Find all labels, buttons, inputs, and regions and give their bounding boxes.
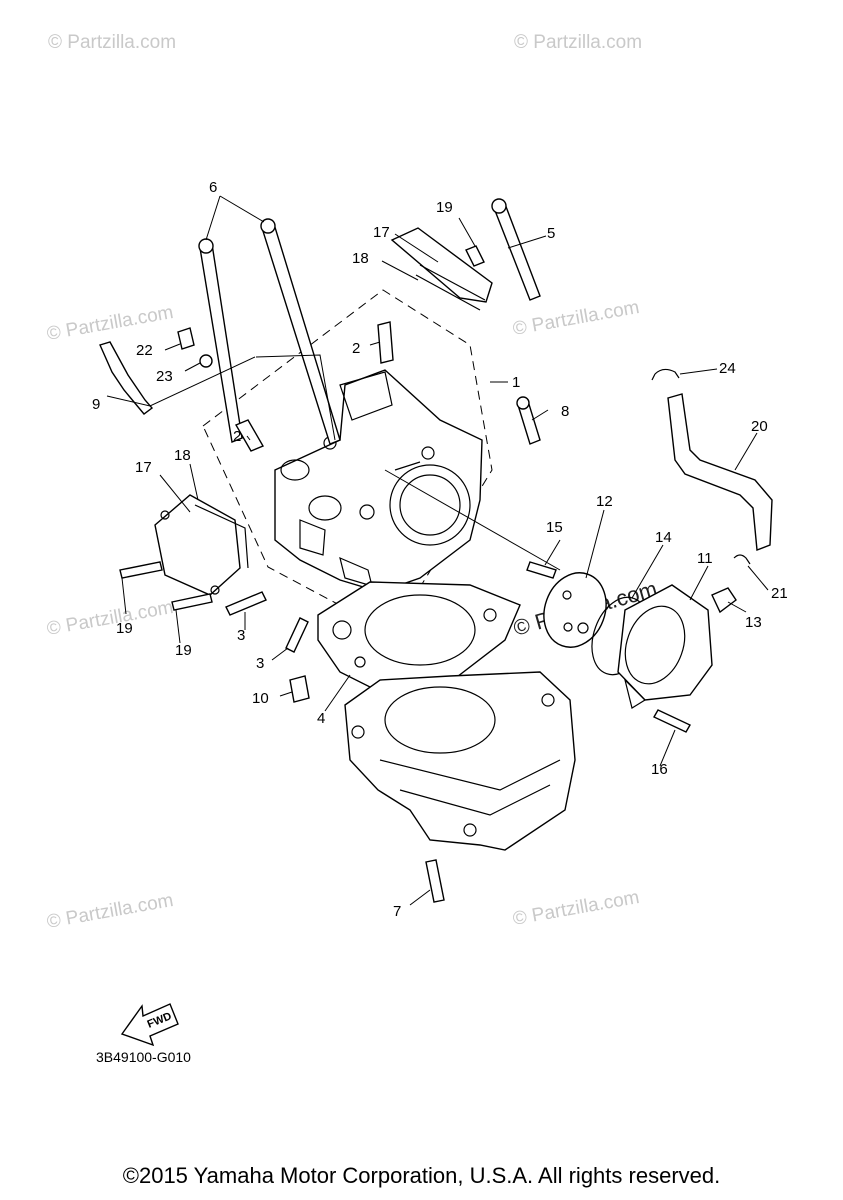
callout-11: 11 (697, 550, 713, 567)
callout-3: 3 (256, 655, 264, 672)
diagram-code: 3B49100-G010 (96, 1049, 191, 1065)
hose-fitting (711, 587, 737, 614)
callout-12: 12 (596, 493, 613, 510)
callout-18: 18 (352, 250, 369, 267)
callout-2: 2 (352, 340, 360, 357)
callout-21: 21 (771, 585, 788, 602)
cylinder-head (274, 369, 483, 593)
callout-17: 17 (135, 459, 152, 476)
callout-20: 20 (751, 418, 768, 435)
head-gasket (317, 581, 521, 699)
watermark: © Partzilla.com (511, 887, 641, 930)
thermostat-cover (543, 572, 607, 648)
callout-24: 24 (719, 360, 736, 377)
watermark: © Partzilla.com (45, 302, 175, 345)
callout-19: 19 (175, 642, 192, 659)
copyright-notice: ©2015 Yamaha Motor Corporation, U.S.A. A… (122, 1163, 721, 1188)
callout-4: 4 (317, 710, 325, 727)
callout-8: 8 (561, 403, 569, 420)
callout-7: 7 (393, 903, 401, 920)
callout-16: 16 (651, 761, 668, 778)
callout-19: 19 (436, 199, 453, 216)
thermostat-housing (617, 584, 713, 709)
fasteners (99, 198, 691, 903)
callout-18: 18 (174, 447, 191, 464)
leader-lines (106, 195, 769, 906)
water-hose (667, 393, 773, 551)
callout-10: 10 (252, 690, 269, 707)
assembly-boundary (202, 289, 493, 634)
callout-3: 3 (237, 627, 245, 644)
callout-13: 13 (745, 614, 762, 631)
callout-2: 2 (233, 428, 241, 445)
forward-arrow: FWD (120, 1003, 179, 1047)
watermark: © Partzilla.com (45, 890, 175, 933)
cylinder-block (344, 671, 576, 851)
callout-22: 22 (136, 342, 153, 359)
callout-23: 23 (156, 368, 173, 385)
callouts: 6 5 19 17 18 2 1 8 22 23 9 2 17 18 19 19… (92, 179, 788, 920)
callout-1: 1 (512, 374, 520, 391)
callout-17: 17 (373, 224, 390, 241)
hose-clamp (733, 554, 751, 565)
tappet-cover-left (154, 494, 249, 596)
tappet-cover-top (390, 227, 493, 311)
callout-19: 19 (116, 620, 133, 637)
watermark: © Partzilla.com (45, 597, 175, 640)
callout-6: 6 (209, 179, 217, 196)
watermark: © Partzilla.com (48, 32, 176, 53)
callout-9: 9 (92, 396, 100, 413)
hose-clamp (651, 368, 680, 381)
callout-14: 14 (655, 529, 672, 546)
callout-15: 15 (546, 519, 563, 536)
callout-5: 5 (547, 225, 555, 242)
watermark: © Partzilla.com (511, 297, 641, 340)
watermark: © Partzilla.com (514, 32, 642, 53)
